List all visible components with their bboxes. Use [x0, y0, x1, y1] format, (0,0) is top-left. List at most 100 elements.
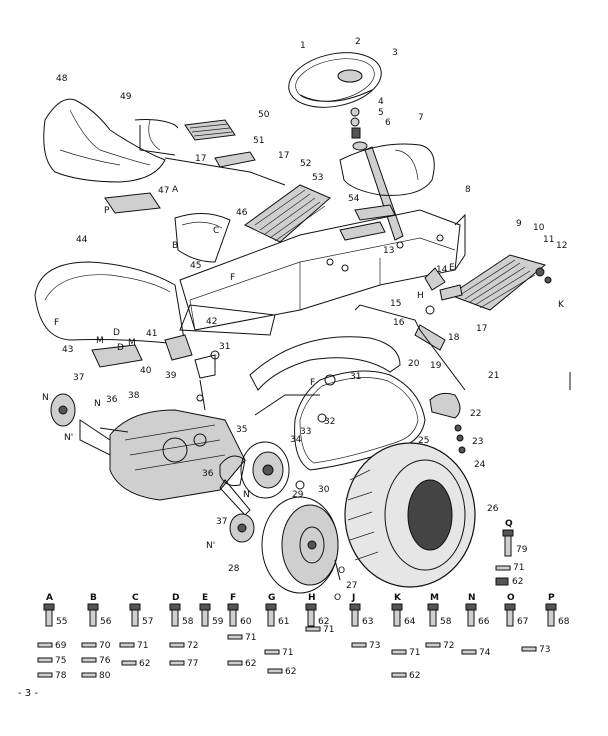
callout-c20: 20: [408, 359, 420, 369]
rear-tire: [344, 442, 476, 588]
washer-item: 74: [461, 648, 491, 658]
callout-c39: 39: [165, 371, 177, 381]
bolt-letter: O: [507, 593, 515, 603]
washer-number: 73: [539, 645, 550, 655]
washer-number: 78: [55, 671, 67, 681]
callout-c18: 18: [448, 333, 460, 343]
bolt-C: C57: [129, 593, 153, 627]
callout-c34: 34: [290, 435, 302, 445]
washer-number: 72: [187, 641, 198, 651]
callout-c36b: 36: [202, 469, 214, 479]
callout-c49: 49: [120, 92, 132, 102]
bolt-D: D58: [169, 593, 194, 627]
callout-lN4: N': [64, 433, 73, 443]
callout-c33: 33: [300, 427, 311, 437]
callout-lM1: M: [96, 336, 104, 346]
bolt-K: K64: [391, 593, 416, 627]
dash-panel: [339, 143, 435, 196]
callout-c25: 25: [418, 436, 429, 446]
brake-drum: [240, 441, 290, 499]
bolt-F: F60: [227, 593, 252, 627]
brake-linkage: [414, 267, 463, 351]
axle-fender: [249, 336, 401, 391]
callout-c9: 9: [516, 219, 522, 229]
callout-c45: 45: [190, 261, 201, 271]
callout-c15: 15: [390, 299, 401, 309]
bolt-number: 55: [56, 617, 67, 627]
bolt-number: 68: [558, 617, 570, 627]
callout-lP: P: [104, 206, 110, 216]
washer-number: 71: [323, 625, 334, 635]
callout-c24: 24: [474, 460, 486, 470]
steering-wheel: [288, 52, 382, 108]
callout-lF1: F: [54, 318, 59, 328]
washer-item: 71: [227, 633, 256, 643]
washer-number: 72: [443, 641, 454, 651]
bolt-number: 56: [100, 617, 112, 627]
bolt-number: 66: [478, 617, 490, 627]
left-footrest: [244, 184, 331, 243]
callout-c37b: 37: [216, 517, 227, 527]
callout-lN5: N': [206, 541, 215, 551]
callout-c13: 13: [383, 246, 394, 256]
bolt-Q: [502, 529, 514, 557]
plate-47: [104, 192, 161, 214]
washer-item: 77: [169, 659, 198, 669]
bolt-B: B56: [87, 593, 112, 627]
callout-c19: 19: [430, 361, 442, 371]
washer-item: 71: [305, 625, 334, 635]
washer-item: 62: [391, 671, 420, 681]
bolt-number: 61: [278, 617, 289, 627]
washer-number: 70: [99, 641, 111, 651]
left-hub: [50, 393, 76, 427]
callout-c2: 2: [355, 37, 361, 47]
part-22: [429, 392, 461, 419]
washer-item: 71: [119, 641, 148, 651]
callout-c14: 14: [436, 265, 448, 275]
main-frame: [179, 204, 461, 331]
washer-item: 72: [425, 641, 454, 651]
callout-lD1: D: [113, 328, 120, 338]
callout-c22: 22: [470, 409, 481, 419]
callout-lE: E: [449, 263, 455, 273]
callout-c8: 8: [465, 185, 471, 195]
callout-c28: 28: [228, 564, 240, 574]
callout-c3: 3: [392, 48, 398, 58]
transaxle: [79, 409, 251, 516]
callout-c35: 35: [236, 425, 247, 435]
callout-lB: B: [172, 241, 178, 251]
washer-item: 71: [264, 648, 293, 658]
callout-c27: 27: [346, 581, 357, 591]
bolt-number: 63: [362, 617, 373, 627]
right-footrest: [448, 254, 547, 311]
callout-lO1: O: [338, 566, 345, 576]
washer-item: 72: [169, 641, 198, 651]
callout-c50: 50: [258, 110, 270, 120]
callout-c40: 40: [140, 366, 152, 376]
bolt-letter: D: [172, 593, 179, 603]
washer-item: 70: [81, 641, 111, 651]
washer-item: 62: [227, 659, 256, 669]
callout-c47: 47: [158, 186, 169, 196]
callout-lA: A: [172, 185, 179, 195]
callout-c30: 30: [318, 485, 330, 495]
q-part-nut: 62: [512, 577, 523, 587]
rod-17: [164, 157, 286, 186]
callout-c7: 7: [418, 113, 424, 123]
callout-c51: 51: [253, 136, 264, 146]
callout-c52: 52: [300, 159, 311, 169]
washer-item: 76: [81, 656, 111, 666]
callout-c37a: 37: [73, 373, 84, 383]
callout-lK: K: [558, 300, 565, 310]
washer-number: 75: [55, 656, 66, 666]
washer-number: 62: [139, 659, 150, 669]
bolt-O: O67: [504, 593, 528, 627]
washer-number: 73: [369, 641, 380, 651]
bolt-letter: C: [132, 593, 139, 603]
bolt-letter: M: [430, 593, 439, 603]
callout-c17c: 17: [476, 324, 487, 334]
